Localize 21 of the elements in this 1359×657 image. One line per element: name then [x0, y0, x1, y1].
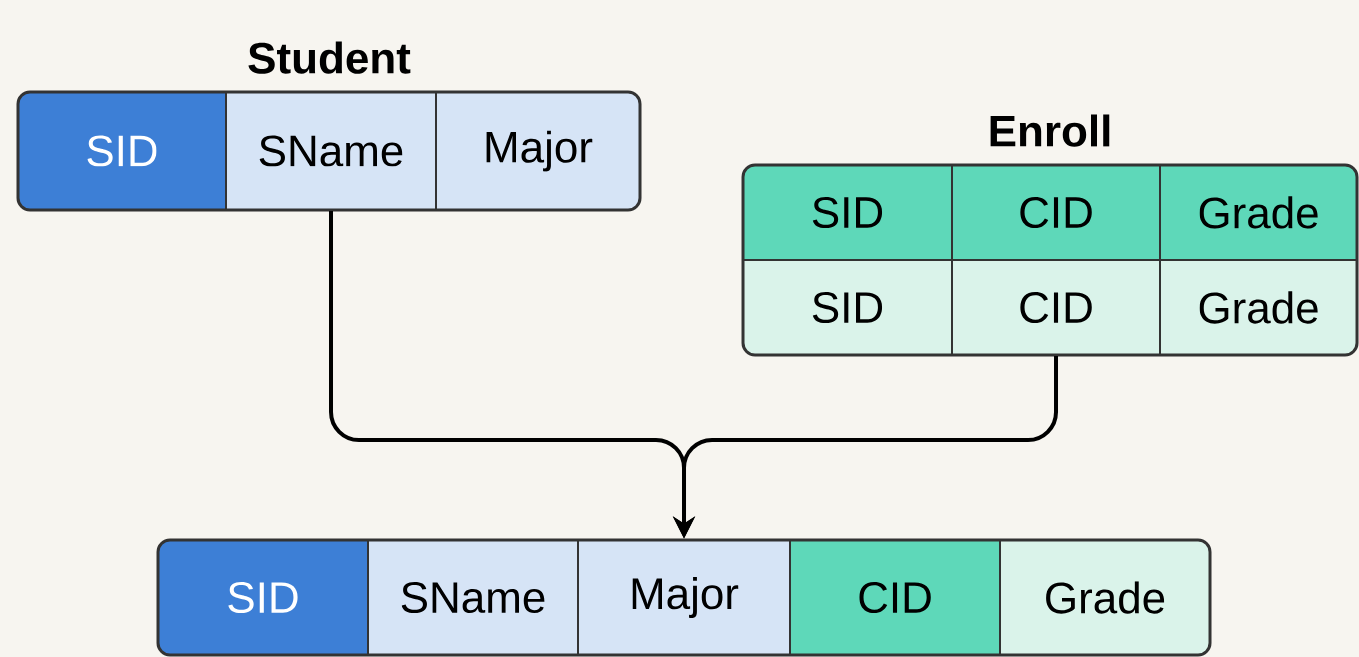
table-cell: SID: [743, 259, 953, 355]
table-cell: CID: [951, 259, 1161, 355]
table-cell: SName: [225, 92, 437, 210]
table-cell: SID: [158, 540, 369, 655]
node-label: Student: [248, 41, 411, 74]
node-label: CID: [1020, 291, 1092, 324]
node-label: Grade: [1199, 291, 1318, 324]
table-cell: SID: [18, 92, 227, 210]
table: [156, 538, 1212, 657]
node-label: Major: [486, 130, 593, 172]
table-cell: CID: [951, 165, 1161, 261]
table-cell: Grade: [1159, 165, 1357, 261]
node-label: Enroll: [990, 114, 1110, 147]
table-cell: SName: [367, 540, 579, 655]
table-cell: Major: [577, 540, 791, 655]
table-cell: CID: [789, 540, 1001, 655]
table-cell: Grade: [999, 540, 1210, 655]
node-label: Grade: [1199, 196, 1318, 229]
table-cell: SID: [743, 165, 953, 261]
table-cell: Major: [435, 92, 640, 210]
table-cell: Grade: [1159, 259, 1357, 355]
